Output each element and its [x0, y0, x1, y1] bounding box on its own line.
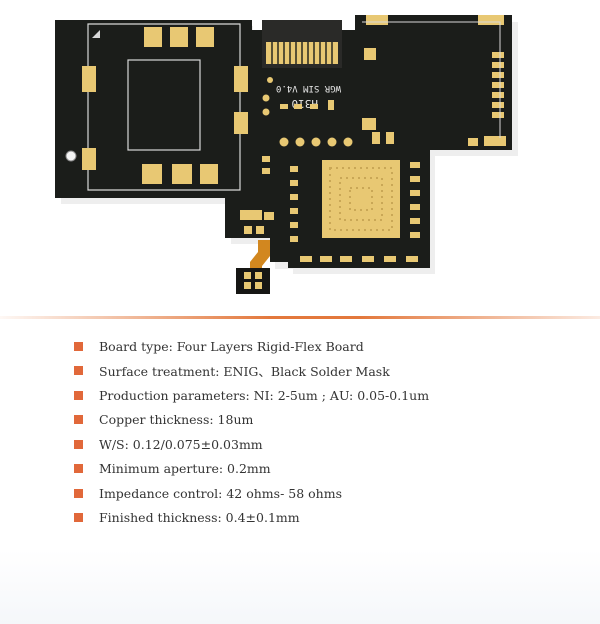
bullet-square-icon: [74, 513, 83, 523]
gold-pads-right: [362, 15, 506, 146]
spec-text: Finished thickness: 0.4±0.1mm: [99, 510, 300, 526]
bullet-square-icon: [74, 366, 83, 376]
gold-pads-left: [82, 27, 274, 220]
bullet-square-icon: [74, 415, 83, 425]
spec-item-width-spacing: W/S: 0.12/0.075±0.03mm: [74, 432, 429, 457]
spec-text: Surface treatment: ENIG、Black Solder Mas…: [99, 364, 390, 380]
bullet-square-icon: [74, 341, 83, 351]
bullet-square-icon: [74, 439, 83, 449]
spec-text: Production parameters: NI: 2-5um ; AU: 0…: [99, 387, 430, 403]
board-marking-version: WGR SIM V4.0: [276, 83, 341, 93]
spec-text: Minimum aperture: 0.2mm: [99, 461, 271, 477]
spec-item-surface-treatment: Surface treatment: ENIG、Black Solder Mas…: [74, 359, 429, 384]
spec-section: Board type: Four Layers Rigid-Flex Board…: [0, 326, 600, 624]
spec-item-production-parameters: Production parameters: NI: 2-5um ; AU: 0…: [74, 383, 429, 408]
pcb-illustration: WGR SIM V4.0 H310: [55, 15, 518, 294]
bullet-square-icon: [74, 390, 83, 400]
spec-item-impedance-control: Impedance control: 42 ohms- 58 ohms: [74, 481, 429, 506]
spec-item-finished-thickness: Finished thickness: 0.4±0.1mm: [74, 506, 429, 531]
pcb-photo: WGR SIM V4.0 H310: [55, 15, 518, 294]
spec-text: W/S: 0.12/0.075±0.03mm: [99, 436, 263, 452]
spec-item-board-type: Board type: Four Layers Rigid-Flex Board: [74, 334, 429, 359]
divider-line: [0, 316, 600, 319]
flex-connector: [236, 268, 270, 294]
spec-text: Impedance control: 42 ohms- 58 ohms: [99, 485, 342, 501]
bga-pad: [322, 160, 400, 238]
spec-item-minimum-aperture: Minimum aperture: 0.2mm: [74, 457, 429, 482]
spec-item-copper-thickness: Copper thickness: 18um: [74, 408, 429, 433]
spec-text: Board type: Four Layers Rigid-Flex Board: [99, 338, 364, 354]
flex-strip: [250, 240, 270, 272]
bullet-square-icon: [74, 488, 83, 498]
spec-list: Board type: Four Layers Rigid-Flex Board…: [74, 334, 429, 530]
bullet-square-icon: [74, 464, 83, 474]
spec-text: Copper thickness: 18um: [99, 412, 254, 428]
